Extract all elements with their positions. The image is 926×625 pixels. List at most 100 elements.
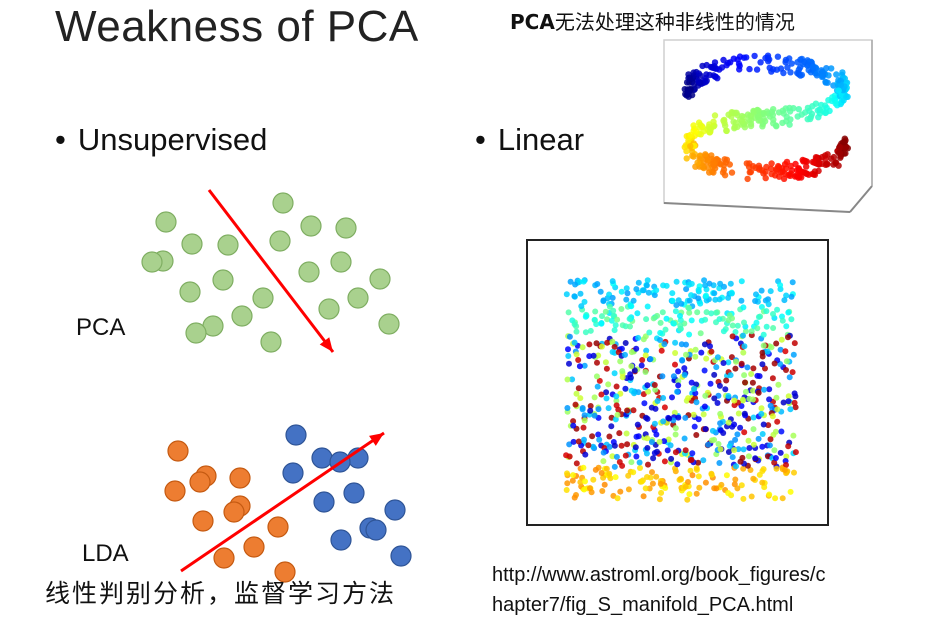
projection-point	[702, 282, 709, 289]
projection-point	[766, 491, 773, 498]
manifold-point	[799, 156, 806, 164]
projection-point	[759, 349, 766, 356]
projection-point	[777, 449, 784, 456]
projection-point	[565, 309, 572, 316]
projection-point	[756, 471, 763, 478]
projection-point	[617, 488, 624, 495]
orange-point	[213, 547, 235, 569]
bullet-linear: •Linear	[475, 122, 584, 158]
projection-point	[622, 452, 629, 459]
projection-point	[569, 376, 576, 383]
projection-point	[640, 493, 647, 500]
projection-point	[600, 297, 607, 304]
blue-point	[384, 499, 406, 521]
manifold-point	[747, 112, 754, 119]
blue-point	[285, 424, 307, 446]
projection-point	[606, 433, 613, 440]
projection-point	[594, 359, 600, 366]
projection-point	[711, 395, 718, 402]
projection-point	[781, 297, 788, 304]
projection-point	[701, 403, 708, 410]
manifold-point	[780, 175, 788, 182]
projection-point	[623, 285, 630, 292]
manifold-point	[687, 143, 694, 150]
projection-point	[756, 373, 763, 380]
projection-point	[622, 340, 629, 346]
projection-point	[693, 465, 700, 472]
projection-point	[618, 442, 625, 449]
projection-point	[767, 288, 774, 295]
projection-point	[688, 292, 695, 299]
arrow-head	[319, 337, 333, 352]
arrow-head	[369, 433, 384, 446]
projection-point	[697, 330, 704, 337]
projection-point	[692, 353, 699, 360]
manifold-point	[710, 118, 717, 126]
projection-point	[783, 323, 790, 330]
url-line-2[interactable]: hapter7/fig_S_manifold_PCA.html	[492, 594, 794, 616]
projection-point	[644, 382, 651, 389]
blue-point	[330, 529, 352, 551]
projection-point	[694, 309, 701, 316]
green-point	[217, 234, 239, 256]
blue-point	[282, 462, 304, 484]
projection-point	[606, 443, 613, 450]
projection-point	[720, 360, 727, 366]
projection-point	[716, 285, 723, 292]
projection-point	[614, 316, 621, 323]
projection-point	[723, 377, 730, 384]
note-bold: PCA	[510, 10, 555, 34]
projection-point	[622, 385, 629, 392]
blue-point	[365, 519, 387, 541]
manifold-point	[825, 97, 832, 104]
projection-point	[714, 400, 721, 406]
projection-point	[628, 459, 635, 466]
projection-point	[695, 459, 702, 466]
projection-point	[785, 398, 792, 405]
projection-point	[771, 447, 778, 454]
projection-point	[618, 306, 625, 312]
manifold-point	[747, 168, 755, 176]
projection-point	[766, 386, 773, 393]
manifold-point	[749, 163, 757, 170]
url-line-1[interactable]: http://www.astroml.org/book_figures/c	[492, 564, 826, 586]
projection-point	[579, 344, 586, 351]
projection-point	[721, 283, 727, 290]
projection-point	[603, 389, 610, 396]
projection-point	[745, 437, 752, 444]
projection-point	[774, 418, 781, 425]
projection-point	[738, 482, 745, 489]
projection-point	[686, 491, 693, 498]
orange-point	[223, 501, 245, 523]
projection-point	[644, 435, 651, 442]
projection-point	[702, 316, 709, 323]
manifold-point	[753, 66, 761, 73]
projection-point	[606, 303, 613, 310]
projection-point	[580, 278, 587, 285]
projection-point	[787, 406, 794, 413]
projection-point	[681, 372, 688, 378]
projection-point	[696, 484, 703, 491]
projection-point	[630, 297, 637, 304]
manifold-point	[690, 153, 697, 160]
projection-point	[596, 377, 603, 384]
projection-point	[713, 309, 720, 316]
projection-point	[738, 360, 745, 367]
projection-point	[624, 290, 631, 297]
projection-point	[595, 406, 602, 413]
projection-point	[754, 325, 761, 332]
manifold-point	[774, 53, 782, 60]
manifold-point	[730, 55, 737, 62]
frame-side	[849, 185, 873, 213]
projection-point	[734, 322, 741, 329]
projection-points	[563, 277, 799, 503]
lda-caption: 线性判别分析，监督学习方法	[45, 579, 397, 608]
source-url[interactable]: http://www.astroml.org/book_figures/c ha…	[492, 560, 912, 620]
projection-point	[651, 382, 658, 388]
projection-point	[659, 373, 666, 380]
projection-point	[775, 381, 782, 388]
projection-point	[788, 293, 795, 300]
projection-point	[650, 455, 657, 462]
projection-point	[658, 489, 665, 496]
manifold-point	[683, 147, 690, 155]
